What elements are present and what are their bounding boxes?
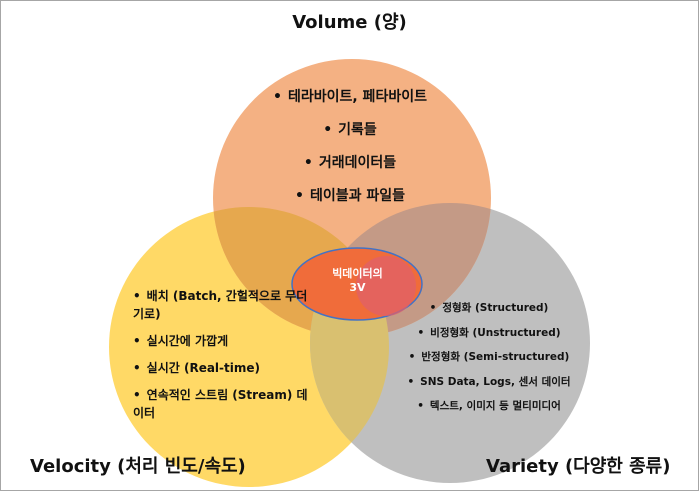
velocity-item: •연속적인 스트림 (Stream) 데이터 — [133, 388, 308, 420]
volume-item: •테이블과 파일들 — [295, 188, 405, 204]
volume-item: •기록들 — [323, 122, 377, 138]
center-label: 빅데이터의 3V — [300, 267, 415, 295]
volume-item: •거래데이터들 — [303, 155, 397, 171]
variety-item: •비정형화 (Unstructured) — [417, 326, 561, 339]
variety-item: •텍스트, 이미지 등 멀티미디어 — [417, 400, 561, 412]
volume-list: •테라바이트, 페타바이트 •기록들 •거래데이터들 •테이블과 파일들 — [150, 86, 550, 218]
bullet-icon: • — [407, 375, 415, 388]
bullet-icon: • — [133, 361, 141, 375]
bullet-icon: • — [323, 122, 333, 138]
variety-item: •정형화 (Structured) — [429, 302, 549, 314]
bullet-icon: • — [429, 302, 437, 314]
variety-list: •정형화 (Structured) •비정형화 (Unstructured) •… — [394, 300, 584, 423]
variety-title: Variety (다양한 종류) — [486, 456, 671, 477]
variety-item: •반정형화 (Semi-structured) — [408, 351, 570, 363]
bullet-icon: • — [133, 289, 141, 303]
center-label-line1: 빅데이터의 — [332, 267, 383, 280]
center-ellipse-highlight — [356, 256, 416, 316]
bullet-icon: • — [303, 155, 313, 171]
velocity-item: •배치 (Batch, 간헐적으로 무더기로) — [133, 289, 308, 321]
velocity-item: •실시간 (Real-time) — [133, 361, 261, 375]
velocity-item: •실시간에 가깝게 — [133, 334, 229, 348]
bullet-icon: • — [408, 351, 416, 363]
bullet-icon: • — [133, 334, 141, 348]
variety-item: •SNS Data, Logs, 센서 데이터 — [407, 375, 571, 388]
volume-title: Volume (양) — [292, 12, 407, 33]
volume-item: •테라바이트, 페타바이트 — [273, 89, 427, 105]
velocity-title: Velocity (처리 빈도/속도) — [30, 456, 246, 477]
bullet-icon: • — [417, 400, 424, 412]
center-label-line2: 3V — [349, 281, 366, 294]
bullet-icon: • — [273, 89, 282, 105]
bullet-icon: • — [295, 188, 304, 204]
velocity-list: •배치 (Batch, 간헐적으로 무더기로) •실시간에 가깝게 •실시간 (… — [133, 287, 308, 431]
bullet-icon: • — [417, 326, 425, 339]
bullet-icon: • — [133, 388, 141, 402]
